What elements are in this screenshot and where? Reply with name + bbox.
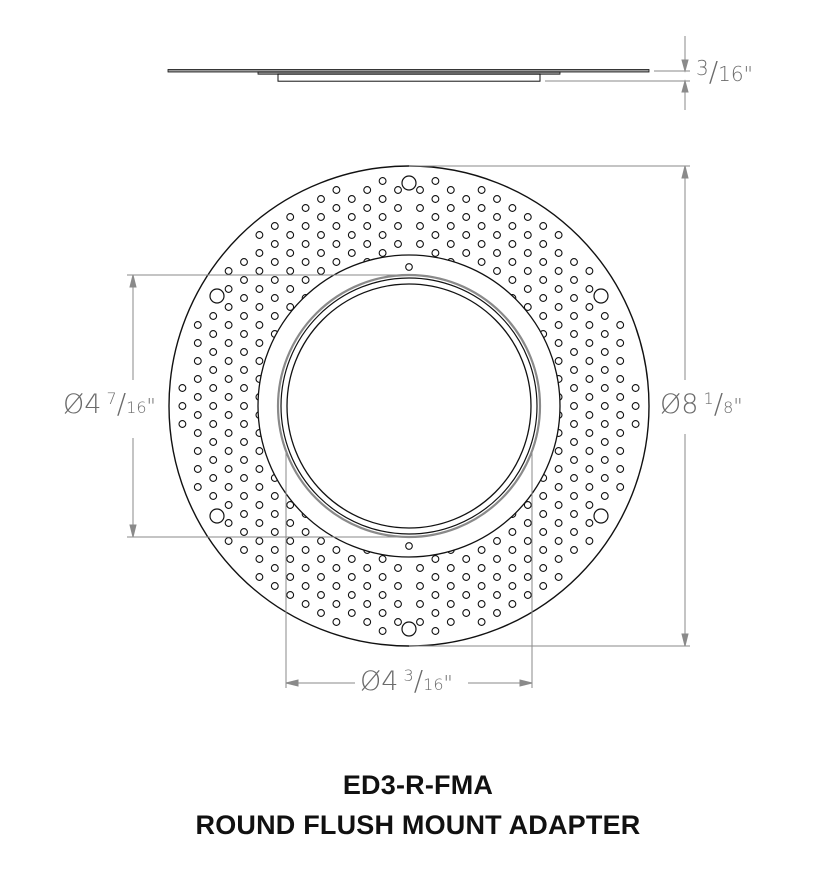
product-name: ROUND FLUSH MOUNT ADAPTER [195, 810, 641, 840]
mounting-hole [401, 621, 417, 637]
flange-screw-hole [405, 542, 413, 550]
title-block: ED3-R-FMA ROUND FLUSH MOUNT ADAPTER [0, 765, 836, 845]
trim-ring [280, 277, 538, 535]
fraction-slash: / [116, 387, 127, 420]
mounting-hole [209, 288, 225, 304]
plan-view [168, 165, 650, 647]
mounting-hole [593, 508, 609, 524]
trim-diameter-dimension [127, 274, 420, 538]
aperture-edge [286, 283, 532, 529]
aperture-diameter-label: Ø4 3/16" [360, 664, 453, 697]
thickness-label: 3/16" [696, 55, 753, 88]
trim-diameter-label: Ø4 7/16" [63, 387, 156, 420]
fraction-slash: / [713, 387, 724, 420]
aperture-diameter-dimension [285, 450, 533, 688]
model-number: ED3-R-FMA [342, 770, 494, 800]
fraction-slash: / [413, 664, 424, 697]
outer-diameter-dimension [409, 165, 690, 647]
thickness-dimension [545, 36, 690, 110]
mounting-hole [401, 175, 417, 191]
fraction-slash: / [708, 55, 719, 88]
flange-screw-hole [405, 263, 413, 271]
mounting-hole [593, 288, 609, 304]
side-profile-view [167, 69, 650, 82]
perforation-pattern [178, 177, 640, 635]
mounting-hole [209, 508, 225, 524]
flange-ring [257, 254, 561, 558]
outer-diameter-label: Ø8 1/8" [660, 387, 743, 420]
